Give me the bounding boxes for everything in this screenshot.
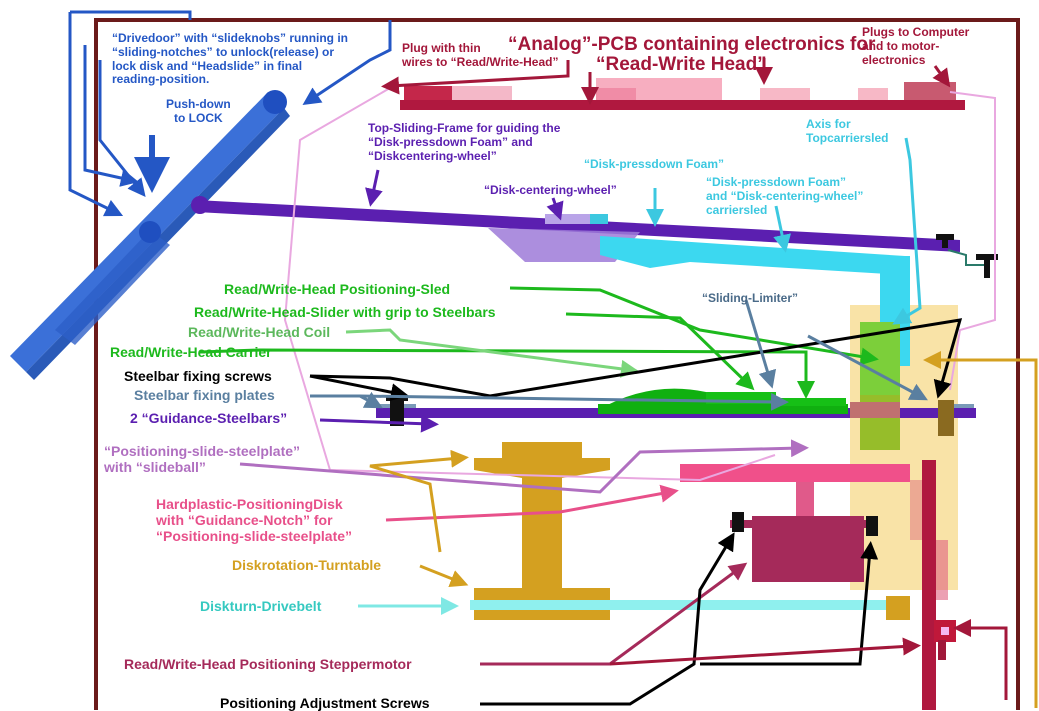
disk-centering-wheel-label: “Disk-centering-wheel” [484, 183, 617, 197]
positioning-steelplate-label: “Positioning-slide-steelplate” with “sli… [104, 443, 301, 476]
drivedoor-label: “Drivedoor” with “slideknobs” running in… [112, 31, 349, 87]
rw-positioning-sled-label: Read/Write-Head Positioning-Sled [224, 281, 451, 297]
rw-coil-label: Read/Write-Head Coil [188, 324, 331, 340]
plug-thin-wires-label: Plug with thin wires to “Read/Write-Head… [402, 41, 559, 69]
hardplastic-disk-label: Hardplastic-PositioningDisk with “Guidan… [156, 496, 353, 545]
drive-pulley [886, 596, 910, 620]
plugs-computer-label: Plugs to Computer and to motor- electron… [862, 25, 970, 67]
analog-pcb-title-1: “Analog”-PCB containing electronics for [508, 34, 876, 55]
top-sliding-frame [196, 200, 998, 278]
steelbar-screws-label: Steelbar fixing screws [124, 368, 272, 384]
head-positioning-sled [860, 322, 900, 450]
rw-carrier-label: Read/Write-Head Carrier [110, 344, 272, 360]
diskrotation-turntable-label: Diskrotation-Turntable [232, 557, 382, 573]
disk-pressdown-foam-label: “Disk-pressdown Foam” [584, 157, 725, 171]
sliding-limiter-label: “Sliding-Limiter” [702, 291, 798, 305]
diskturn-drivebelt-label: Diskturn-Drivebelt [200, 598, 322, 614]
pressdown-carriersled-label: “Disk-pressdown Foam” and “Disk-centerin… [706, 175, 864, 217]
rw-slider-label: Read/Write-Head-Slider with grip to Stee… [194, 304, 496, 320]
drive-case-frame [94, 18, 1020, 710]
stepper-motor-label: Read/Write-Head Positioning Steppermotor [124, 656, 412, 672]
analog-pcb [400, 78, 965, 110]
adjustment-screws-label: Positioning Adjustment Screws [220, 695, 430, 711]
top-sliding-frame-label: Top-Sliding-Frame for guiding the “Disk-… [368, 121, 561, 163]
guidance-steelbars-label: 2 “Guidance-Steelbars” [130, 410, 288, 426]
axis-topcarrier-label: Axis for Topcarriersled [806, 117, 889, 145]
steelbar-plates-label: Steelbar fixing plates [134, 387, 275, 403]
push-down-label: Push-down to LOCK [166, 97, 231, 125]
diskrotation-turntable [474, 442, 610, 620]
drivedoor [10, 90, 290, 380]
analog-pcb-title-2: “Read-Write Head” [596, 54, 767, 75]
stepper-motor [730, 512, 878, 582]
connector-column [910, 460, 956, 710]
